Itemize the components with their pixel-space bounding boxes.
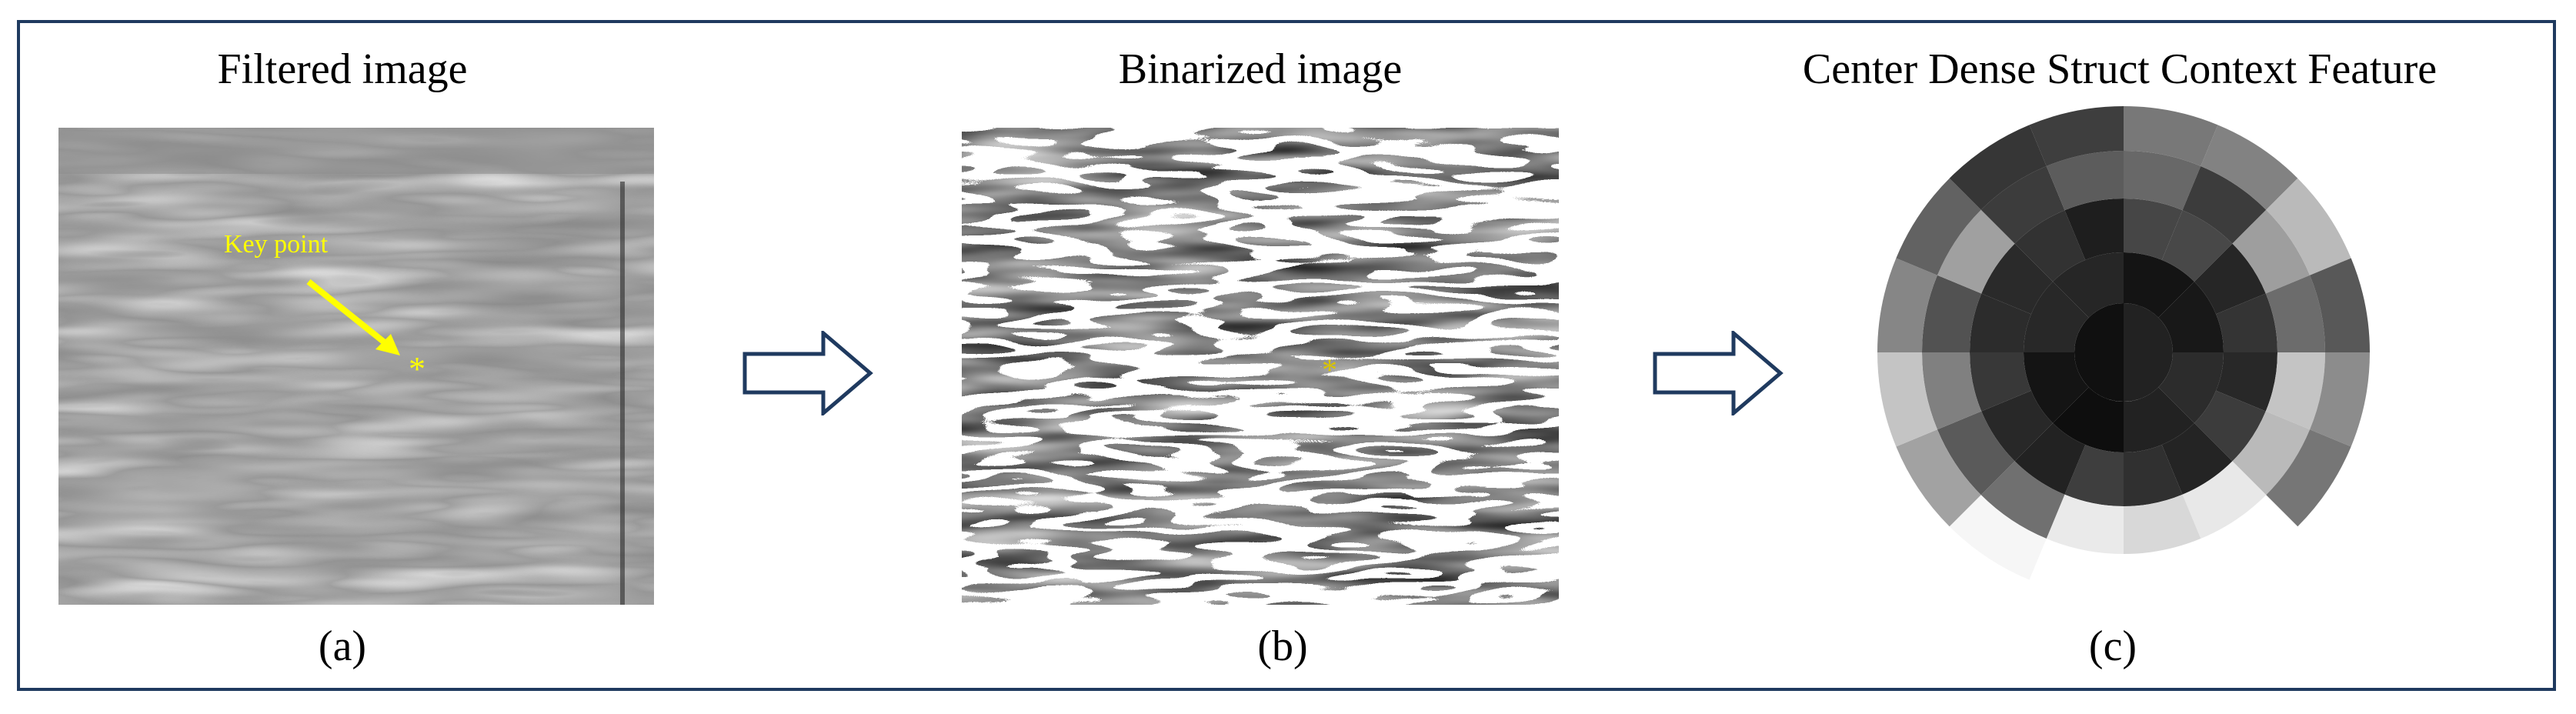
feature-sector [2053,387,2124,452]
feature-sector [2053,252,2124,318]
feature-sector [2124,303,2173,402]
feature-sector [2194,390,2266,462]
feature-sector [2029,106,2124,166]
panel-a-caption: (a) [318,622,367,670]
feature-sector [1937,209,2015,294]
feature-sector [1970,293,2031,352]
feature-sector [2124,494,2201,554]
feature-sector [2024,282,2089,352]
feature-sector [2074,303,2124,402]
feature-sector [2182,165,2267,244]
feature-sector [2266,429,2351,527]
key-point-arrow [306,279,392,349]
feature-sector [2265,352,2325,430]
feature-sector [1949,495,2047,580]
feature-sector [2201,125,2298,210]
feature-sector [1980,165,2065,244]
feature-sector [2046,151,2124,211]
feature-sector [2124,106,2218,166]
feature-sector [2124,252,2194,318]
feature-sector [2124,151,2201,211]
feature-sector [2124,387,2194,452]
panel-c-caption: (c) [2088,622,2137,670]
key-point-marker: * [409,350,425,388]
panel-b-caption: (b) [1257,622,1308,670]
feature-sector [2046,494,2124,554]
key-point-arrowhead [375,334,400,355]
feature-sector [2124,199,2183,260]
panel-c-title: Center Dense Struct Context Feature [1802,45,2438,93]
feature-sector [2265,275,2325,352]
feature-sector [2266,178,2351,275]
feature-sector [1896,429,1981,527]
feature-sector [1981,390,2054,462]
feature-sector [1937,411,2015,495]
figure-frame [17,20,2556,691]
feature-sector [2232,209,2311,294]
feature-sector [2014,210,2086,282]
key-point-marker-b: * [1322,352,1337,387]
feature-sector [2310,258,2370,352]
feature-sector [1896,178,1981,275]
feature-sector [2216,293,2277,352]
feature-sector [2014,422,2086,495]
feature-sector [2194,243,2266,315]
right-arrow-icon [1653,331,1784,415]
center-dense-struct-context-feature [1877,106,2370,580]
feature-sector [1877,352,1937,447]
key-point-label: Key point [224,230,329,259]
feature-sector [1970,352,2031,412]
feature-sector [1949,125,2047,210]
feature-sector [1922,352,1982,430]
feature-sector [2232,411,2311,495]
feature-sector [2158,352,2224,423]
feature-sector [1980,461,2065,539]
feature-sector [2124,445,2183,506]
feature-sector [1981,243,2054,315]
feature-sector [2161,422,2233,495]
feature-sector [2064,199,2124,260]
feature-sector [2064,445,2124,506]
feature-sector [2158,282,2224,352]
filtered-image: Key point * [58,128,654,605]
feature-sector [2310,352,2370,447]
feature-sector [2182,461,2267,539]
feature-sector [1877,258,1937,352]
feature-sector [2024,352,2089,423]
feature-sector [2161,210,2233,282]
panel-b-title: Binarized image [1118,45,1403,93]
binarized-image: * [962,128,1559,605]
feature-sector [1922,275,1982,352]
right-arrow-icon [742,331,873,415]
panel-a-title: Filtered image [217,45,468,93]
feature-sector [2216,352,2277,412]
